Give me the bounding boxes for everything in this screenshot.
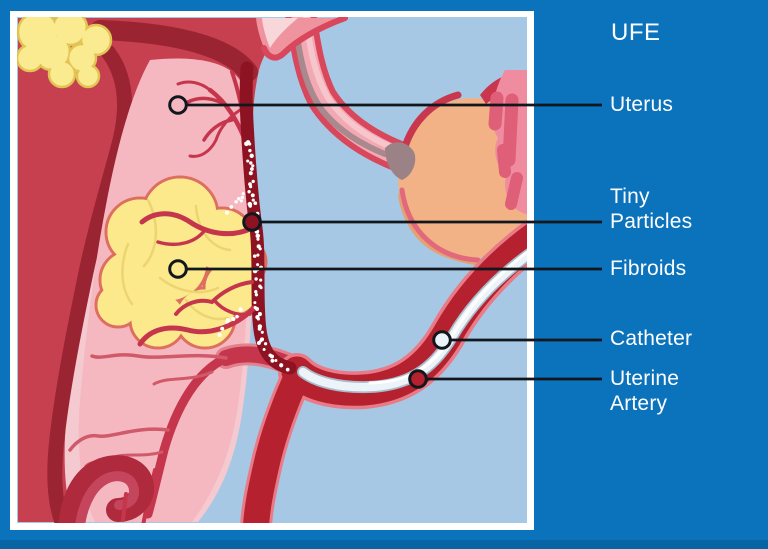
callout-catheter [432, 330, 602, 350]
page-bottom-strip [0, 540, 768, 549]
callout-uterine-artery [408, 369, 602, 389]
tube-funnel-shape [385, 142, 416, 180]
callout-catheter-circle [432, 330, 452, 350]
uterus-wall-shape [18, 18, 305, 522]
callout-fibroids [168, 259, 602, 279]
callout-uterus-circle [168, 95, 188, 115]
illustration-content [17, 17, 527, 523]
fibroid-vessels [137, 211, 257, 347]
particles-dots [217, 140, 290, 372]
cervix-fold-shape [58, 455, 154, 523]
callout-tiny-particles-circle [242, 212, 262, 232]
callout-uterus [168, 95, 602, 115]
small-fibroid-cluster-shape [17, 17, 113, 89]
callouts [168, 95, 602, 389]
fibroid-lobule-lines [121, 198, 232, 321]
catheter-shape [297, 248, 527, 394]
callout-tiny-particles [242, 212, 602, 232]
callout-uterine-artery-circle [408, 369, 428, 389]
callout-fibroids-circle [168, 259, 188, 279]
ovary-shape [385, 91, 527, 267]
